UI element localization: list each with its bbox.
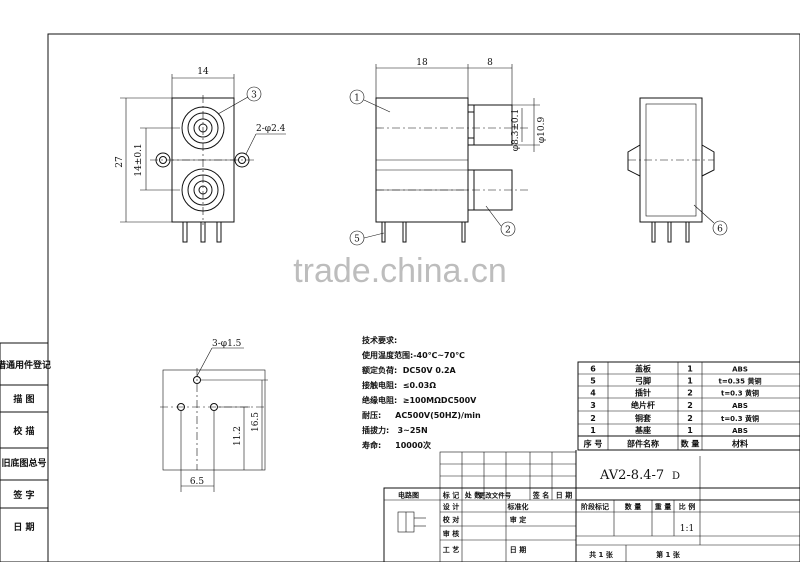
tech-item: 绝缘电阻: ≥100MΩDC500V — [362, 395, 477, 405]
part-no: 4 — [590, 389, 596, 398]
part-mat: ABS — [732, 366, 748, 374]
rev-header: 更改文件号 — [479, 491, 512, 500]
part-mat: ABS — [732, 402, 748, 410]
strip-label: 签 字 — [12, 489, 34, 501]
strip-label: 借通用件登记 — [0, 359, 51, 371]
dim-height: 27 — [115, 156, 125, 168]
balloon — [246, 86, 262, 102]
right-view: 6 — [627, 97, 728, 243]
part-qty: 2 — [687, 401, 693, 410]
part-no: 1 — [590, 426, 596, 435]
sign-row-label: 工 艺 — [443, 545, 459, 554]
balloon-label: 6 — [717, 225, 723, 235]
balloon-label: 5 — [354, 235, 360, 245]
scale-label: 比 例 — [679, 502, 695, 511]
sheet-number: 第 1 张 — [656, 550, 681, 559]
dim-h1: 16.5 — [251, 412, 261, 432]
part-qty: 1 — [687, 426, 693, 435]
part-no: 6 — [590, 365, 596, 374]
dim-width: 14 — [197, 67, 209, 77]
sign-row-label: 设 计 — [443, 502, 459, 511]
tech-title: 技术要求: — [362, 335, 397, 345]
part-qty: 2 — [687, 414, 693, 423]
part-mat: t=0.3 黄铜 — [721, 389, 759, 398]
sheet-border — [47, 33, 800, 562]
balloon-label: 2 — [505, 226, 511, 236]
tech-item: 额定负荷: DC50V 0.2A — [362, 365, 457, 375]
dim-plug: 8 — [487, 58, 493, 68]
part-no: 2 — [590, 414, 596, 423]
parts-header: 数 量 — [681, 439, 700, 449]
qty-label: 数 量 — [625, 502, 641, 511]
part-no: 5 — [590, 377, 596, 386]
sign-row-field: 标准化 — [507, 502, 529, 511]
title-block: AV2-8.4-7 D 电路图 标 记 处 数 更改文件号 签 名 日 期 设 … — [383, 450, 800, 562]
part-no: 3 — [590, 401, 596, 410]
dim-d1: φ8.3±0.1 — [511, 109, 521, 151]
dim-holes: 3-φ1.5 — [212, 339, 242, 349]
part-mat: ABS — [732, 427, 748, 435]
part-name: 基座 — [634, 425, 651, 435]
parts-header: 部件名称 — [627, 439, 659, 449]
sign-row-label: 审 核 — [443, 529, 459, 538]
part-name: 铜套 — [635, 413, 652, 423]
tech-item: 寿命: 10000次 — [362, 440, 431, 450]
tech-item: 插拔力: 3~25N — [362, 425, 428, 435]
dim-d2: φ10.9 — [537, 117, 547, 144]
part-qty: 2 — [687, 389, 693, 398]
part-qty: 1 — [687, 365, 693, 374]
part-name: 弓脚 — [635, 376, 651, 386]
front-view: 14 27 14±0.1 2-φ2.4 3 — [115, 67, 286, 243]
rev-header: 签 名 — [532, 491, 549, 500]
tech-item: 耐压: AC500V(50HZ)/min — [362, 410, 481, 420]
strip-label: 描 图 — [13, 393, 34, 405]
strip-label: 日 期 — [13, 521, 34, 533]
dim-pitch: 14±0.1 — [134, 143, 144, 176]
rev-header: 日 期 — [556, 491, 572, 500]
part-qty: 1 — [687, 377, 693, 386]
dim-h2: 11.2 — [233, 426, 243, 446]
parts-header: 材料 — [732, 439, 748, 449]
sign-row-label: 校 对 — [443, 515, 459, 524]
scale-value: 1:1 — [680, 524, 694, 534]
drawn-by-label: 电路图 — [398, 491, 419, 500]
tech-item: 使用温度范围:-40℃~70℃ — [361, 350, 465, 360]
part-mat: t=0.35 黄铜 — [719, 377, 762, 386]
pcb-layout: 3-φ1.5 16.5 11.2 6.5 — [160, 339, 268, 492]
rev-header: 标 记 — [442, 491, 459, 500]
watermark: trade.china.cn — [293, 252, 507, 290]
dim-hole: 2-φ2.4 — [256, 124, 286, 134]
strip-label: 校 描 — [13, 425, 34, 437]
tech-requirements: 技术要求: 使用温度范围:-40℃~70℃ 额定负荷: DC50V 0.2A 接… — [361, 335, 481, 450]
part-number: AV2-8.4-7 — [599, 468, 664, 483]
parts-header: 序 号 — [584, 439, 603, 449]
dim-body: 18 — [416, 58, 428, 68]
left-strip — [0, 342, 49, 562]
total-sheets: 共 1 张 — [589, 550, 614, 559]
part-suffix: D — [672, 471, 680, 482]
balloon-label: 1 — [354, 94, 360, 104]
part-name: 插针 — [635, 388, 651, 398]
dim-w: 6.5 — [190, 477, 205, 487]
sign-row-field: 审 定 — [510, 515, 526, 524]
part-mat: t=0.3 黄铜 — [721, 414, 759, 423]
tech-item: 接触电阻: ≤0.03Ω — [362, 380, 436, 390]
part-name: 盖板 — [635, 364, 652, 374]
part-name: 绝片杆 — [631, 400, 655, 410]
side-view: 18 8 φ8.3±0.1 φ10.9 1 2 5 — [349, 58, 547, 246]
weight-label: 重 量 — [655, 502, 671, 511]
stage-mark-label: 阶段标记 — [581, 502, 609, 511]
balloon-label: 3 — [251, 91, 257, 101]
parts-list: 6 盖板 1 ABS 5 弓脚 1 t=0.35 黄铜 4 插针 2 t=0.3… — [577, 361, 800, 451]
sign-row-field: 日 期 — [510, 545, 526, 554]
strip-label: 旧底图总号 — [1, 457, 46, 469]
rev-header: 处 数 — [464, 491, 482, 500]
